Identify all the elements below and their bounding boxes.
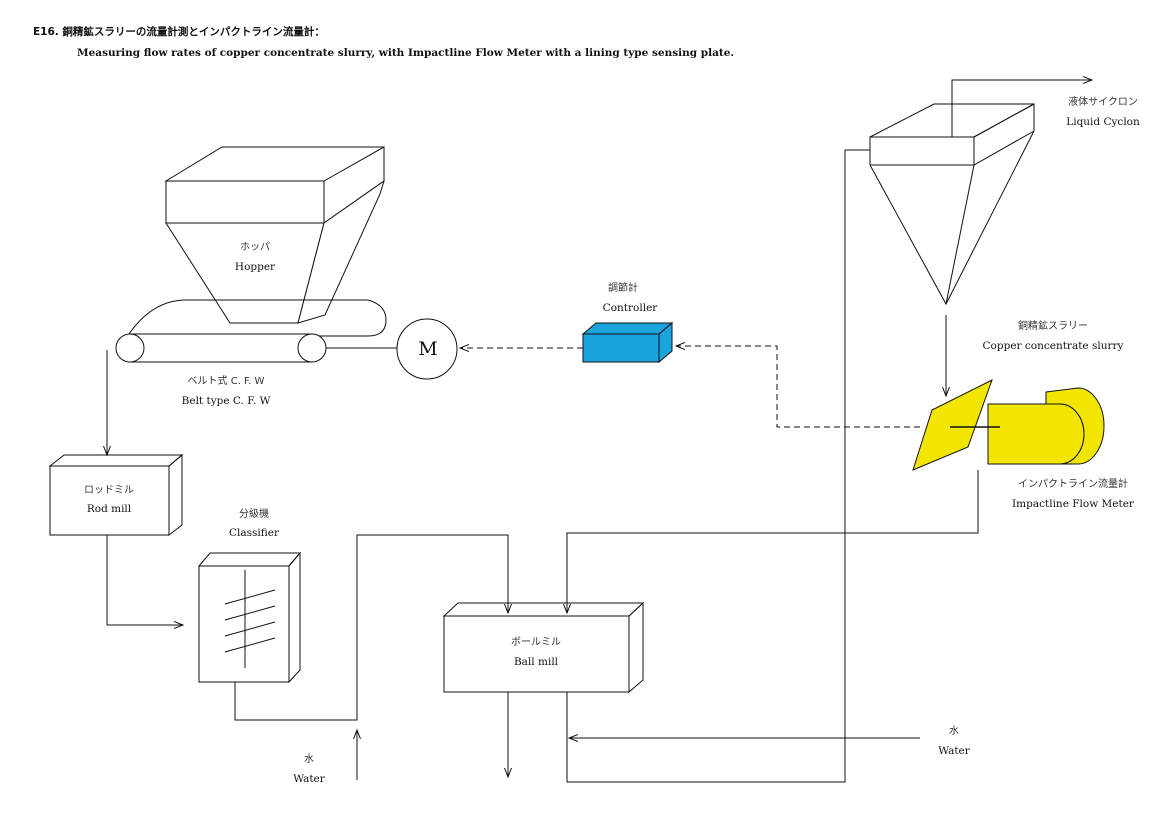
hopper-label-jp: ホッパ (240, 242, 270, 253)
rodmill-label-en: Rod mill (86, 503, 132, 515)
page-subtitle: Measuring flow rates of copper concentra… (77, 47, 735, 59)
slurry-label-en: Copper concentrate slurry (982, 340, 1124, 352)
belt-label-en: Belt type C. F. W (181, 395, 271, 407)
motor-label: M (418, 338, 438, 360)
hopper-label-en: Hopper (234, 261, 276, 273)
water-left-label-jp: 水 (304, 754, 314, 765)
ballmill-label-jp: ボールミル (511, 637, 561, 648)
hopper (164, 146, 385, 324)
flowmeter-label-en: Impactline Flow Meter (1012, 498, 1134, 510)
page-title: E16. 銅精鉱スラリーの流量計測とインパクトライン流量計： (33, 26, 325, 38)
classifier-label-en: Classifier (228, 527, 280, 539)
classifier (197, 551, 302, 684)
rod-mill (48, 453, 184, 537)
belt-conveyor (115, 299, 398, 363)
classifier-label-jp: 分級機 (239, 509, 269, 520)
belt-label-jp: ベルト式 C. F. W (187, 376, 265, 387)
impactline-flow-meter (912, 378, 1105, 471)
flow-lines (107, 80, 1092, 783)
controller-box (581, 321, 674, 364)
motor (396, 318, 458, 380)
ballmill-label-en: Ball mill (513, 656, 559, 668)
liquid-cyclone (869, 103, 1035, 306)
controller-label-jp: 調節計 (608, 283, 638, 294)
signal-lines (460, 346, 920, 428)
water-left-label-en: Water (293, 773, 325, 785)
rodmill-label-jp: ロッドミル (84, 485, 134, 496)
controller-label-en: Controller (602, 302, 658, 314)
cyclone-label-en: Liquid Cyclon (1066, 116, 1140, 128)
water-right-label-jp: 水 (949, 726, 959, 737)
slurry-label-jp: 銅精鉱スラリー (1018, 321, 1088, 332)
cyclone-label-jp: 液体サイクロン (1068, 97, 1138, 108)
ball-mill (442, 601, 645, 694)
water-right-label-en: Water (938, 745, 970, 757)
flowmeter-label-jp: インパクトライン流量計 (1018, 479, 1128, 490)
